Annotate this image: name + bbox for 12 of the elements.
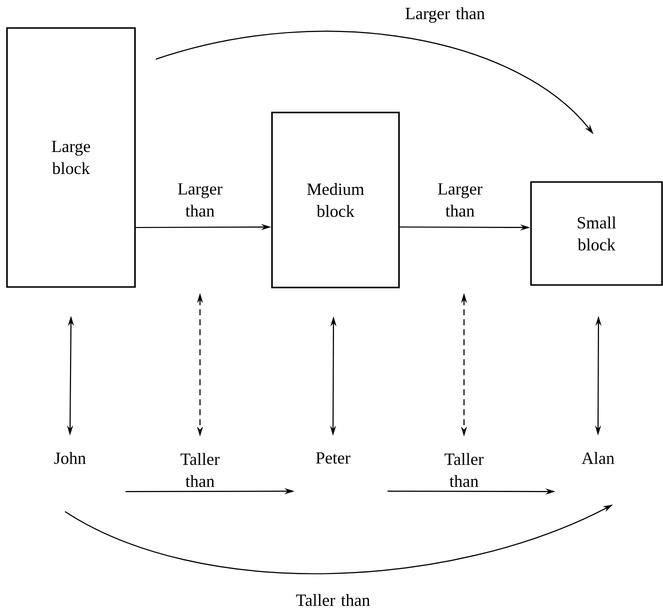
relation-label: Taller than <box>444 453 484 487</box>
edge-label: Taller than <box>296 594 370 606</box>
person-name: John <box>54 452 86 464</box>
block-box: Large block <box>6 27 136 288</box>
relation-label: Taller than <box>180 453 220 487</box>
block-box: Small block <box>530 181 663 286</box>
edge-label: Larger than <box>406 7 485 23</box>
block-box: Medium block <box>271 112 400 288</box>
edge-label: Larger than <box>178 183 222 217</box>
person-name: Alan <box>582 452 614 464</box>
person-name: Peter <box>316 452 350 464</box>
edge-label: Larger than <box>438 183 482 217</box>
